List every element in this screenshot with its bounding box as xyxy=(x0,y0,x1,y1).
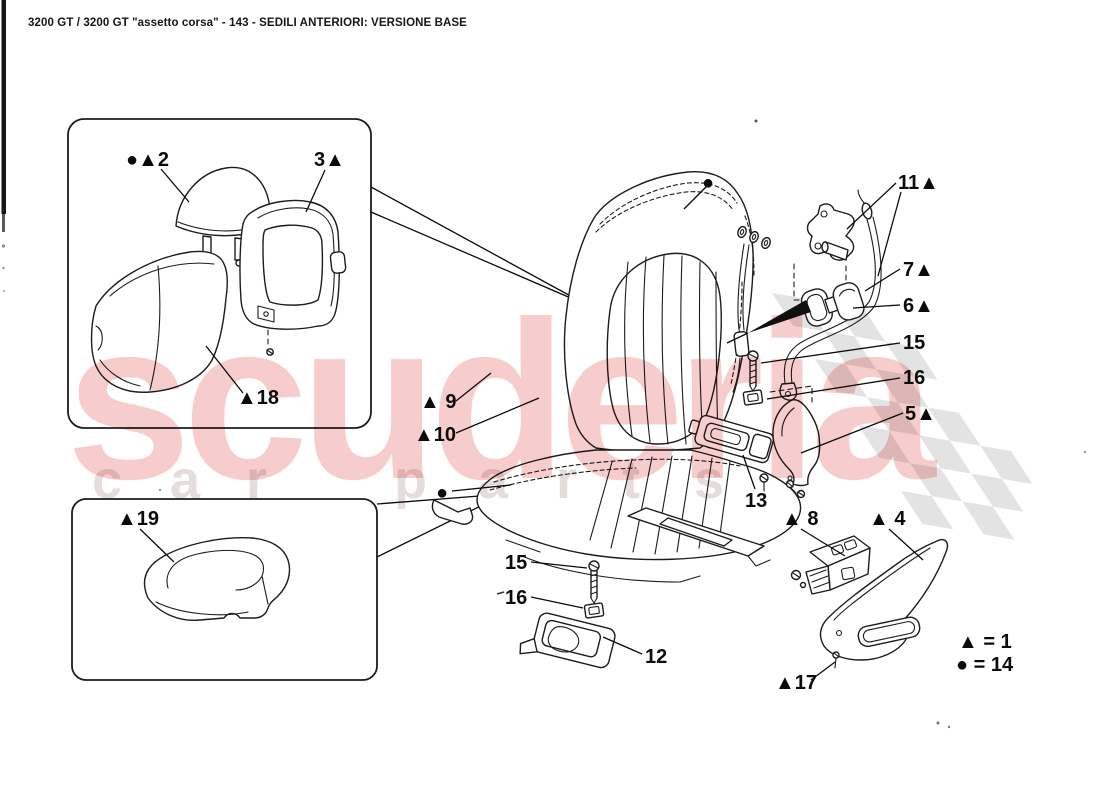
callout-belt-knob: 6▲ xyxy=(903,295,934,317)
watermark-letter: r xyxy=(246,450,267,510)
callout-leader-clip-right xyxy=(766,377,901,400)
inset-box-backrest-parts xyxy=(67,118,372,429)
bolt-15-bottom xyxy=(588,560,600,604)
callout-leader-bolt-bottom xyxy=(530,561,588,569)
callout-seat-dot-top: ● xyxy=(702,172,714,194)
box-to-seat-pointers xyxy=(370,186,588,306)
rail-cover-12 xyxy=(519,612,616,669)
callout-leader-belt-upper xyxy=(864,268,901,292)
backrest-frame-drawing xyxy=(239,199,347,356)
bold-arrow xyxy=(748,300,811,333)
flag-cell xyxy=(919,435,972,474)
bolt-15-right xyxy=(747,350,759,392)
flag-cell xyxy=(858,425,911,464)
callout-leader-backrest-cover xyxy=(205,345,244,394)
flag-cell xyxy=(971,473,1024,512)
callout-labels: ●▲2 3▲ ▲18 ▲19 ▲ 9 ▲10 ● ● 11▲ 7▲ 6▲ 15 16 5▲ 13 15 16 12… xyxy=(117,149,939,694)
watermark-brand: scuderia xyxy=(66,274,937,526)
callout-leader-clip-bottom xyxy=(530,596,584,609)
checkered-flag-watermark xyxy=(772,293,1033,540)
callout-leader-seat-dot-top xyxy=(683,186,707,210)
callout-leader-side-panel-rear xyxy=(800,412,904,454)
backrest-pad-drawing xyxy=(90,250,229,393)
callout-bolt-right: 15 xyxy=(903,332,925,354)
callout-leader-belt-bracket xyxy=(846,182,897,230)
callout-leader-backrest-frame xyxy=(305,169,326,213)
callout-leader-trim-screw xyxy=(810,661,836,681)
callout-backrest-frame: 3▲ xyxy=(314,149,345,171)
callout-buckle-inner: ▲ 9 xyxy=(420,391,456,413)
speck-dash xyxy=(496,591,505,595)
clip-16-right xyxy=(742,389,764,406)
diagram-line-art xyxy=(1,0,1087,729)
callout-leader-buckle-outer xyxy=(455,397,540,434)
flag-cell xyxy=(910,463,963,502)
callout-belt-bracket: 11▲ xyxy=(898,172,939,194)
callout-trim-screw: ▲17 xyxy=(775,672,817,694)
callout-backrest-cover: ▲18 xyxy=(237,387,279,409)
watermark-letter: s xyxy=(694,450,724,510)
callout-leader-bolt-right xyxy=(760,342,901,364)
flag-cell xyxy=(980,445,1033,484)
callout-leader-belt-bracket xyxy=(877,191,902,277)
seatbelt-parts-drawing xyxy=(688,189,882,499)
flag-cell xyxy=(928,407,981,446)
callout-leader-belt-rail xyxy=(742,454,756,490)
callout-leader-side-trim xyxy=(888,528,924,561)
legend-dot: ● = 14 xyxy=(956,654,1014,676)
callout-clip-bottom: 16 xyxy=(505,587,527,609)
callout-cushion-cover: ▲19 xyxy=(117,508,159,530)
callout-leader-buckle-inner xyxy=(455,372,492,402)
legend: ▲ = 1 ● = 14 xyxy=(956,631,1014,676)
belt-rail-13 xyxy=(688,414,775,464)
callout-leader-adjuster-switch xyxy=(800,528,846,557)
scan-artifact xyxy=(1,0,6,293)
clip-16-bottom xyxy=(583,602,605,619)
callout-side-panel-rear: 5▲ xyxy=(905,403,936,425)
flag-cell xyxy=(885,341,938,380)
flag-cell xyxy=(962,501,1015,540)
watermark-letter: c xyxy=(92,450,122,510)
side-panel-5 xyxy=(772,399,821,499)
callout-side-trim: ▲ 4 xyxy=(869,508,906,530)
callout-leader-cushion-cover xyxy=(139,528,175,563)
main-seat-drawing xyxy=(431,171,802,583)
watermark-letter: p xyxy=(394,450,427,510)
callout-bolt-bottom: 15 xyxy=(505,552,527,574)
callout-buckle-outer: ▲10 xyxy=(414,424,456,446)
callout-adjuster-switch: ▲ 8 xyxy=(782,508,818,530)
watermark-letter: a xyxy=(478,450,509,510)
watermark-letter: r xyxy=(556,450,577,510)
callout-belt-rail: 13 xyxy=(745,490,767,512)
cushion-pad-drawing xyxy=(143,536,291,621)
adjuster-switch-8 xyxy=(790,535,871,595)
callout-leader-rail-cover xyxy=(602,636,643,655)
flag-cell xyxy=(876,369,929,408)
flag-cell xyxy=(901,491,954,530)
base-parts-drawing xyxy=(496,535,949,669)
callout-leader-headrest xyxy=(160,168,190,203)
callout-seat-dot-side: ● xyxy=(436,482,448,504)
side-trim-4 xyxy=(819,538,949,669)
inset-box-cushion-pad xyxy=(71,498,378,681)
callout-clip-right: 16 xyxy=(903,367,925,389)
flag-cell xyxy=(815,359,868,398)
callout-headrest: ●▲2 xyxy=(126,149,169,171)
callout-leader-belt-knob xyxy=(852,304,901,309)
legend-triangle: ▲ = 1 xyxy=(958,631,1012,653)
watermark-letter: t xyxy=(622,450,640,510)
page-title: 3200 GT / 3200 GT "assetto corsa" - 143 … xyxy=(28,17,467,29)
callout-belt-upper: 7▲ xyxy=(903,259,934,281)
callout-leader-seat-dot-side xyxy=(451,484,512,492)
callout-rail-cover: 12 xyxy=(645,646,667,668)
watermark-letter: a xyxy=(170,450,201,510)
paper-specks xyxy=(158,119,1087,729)
